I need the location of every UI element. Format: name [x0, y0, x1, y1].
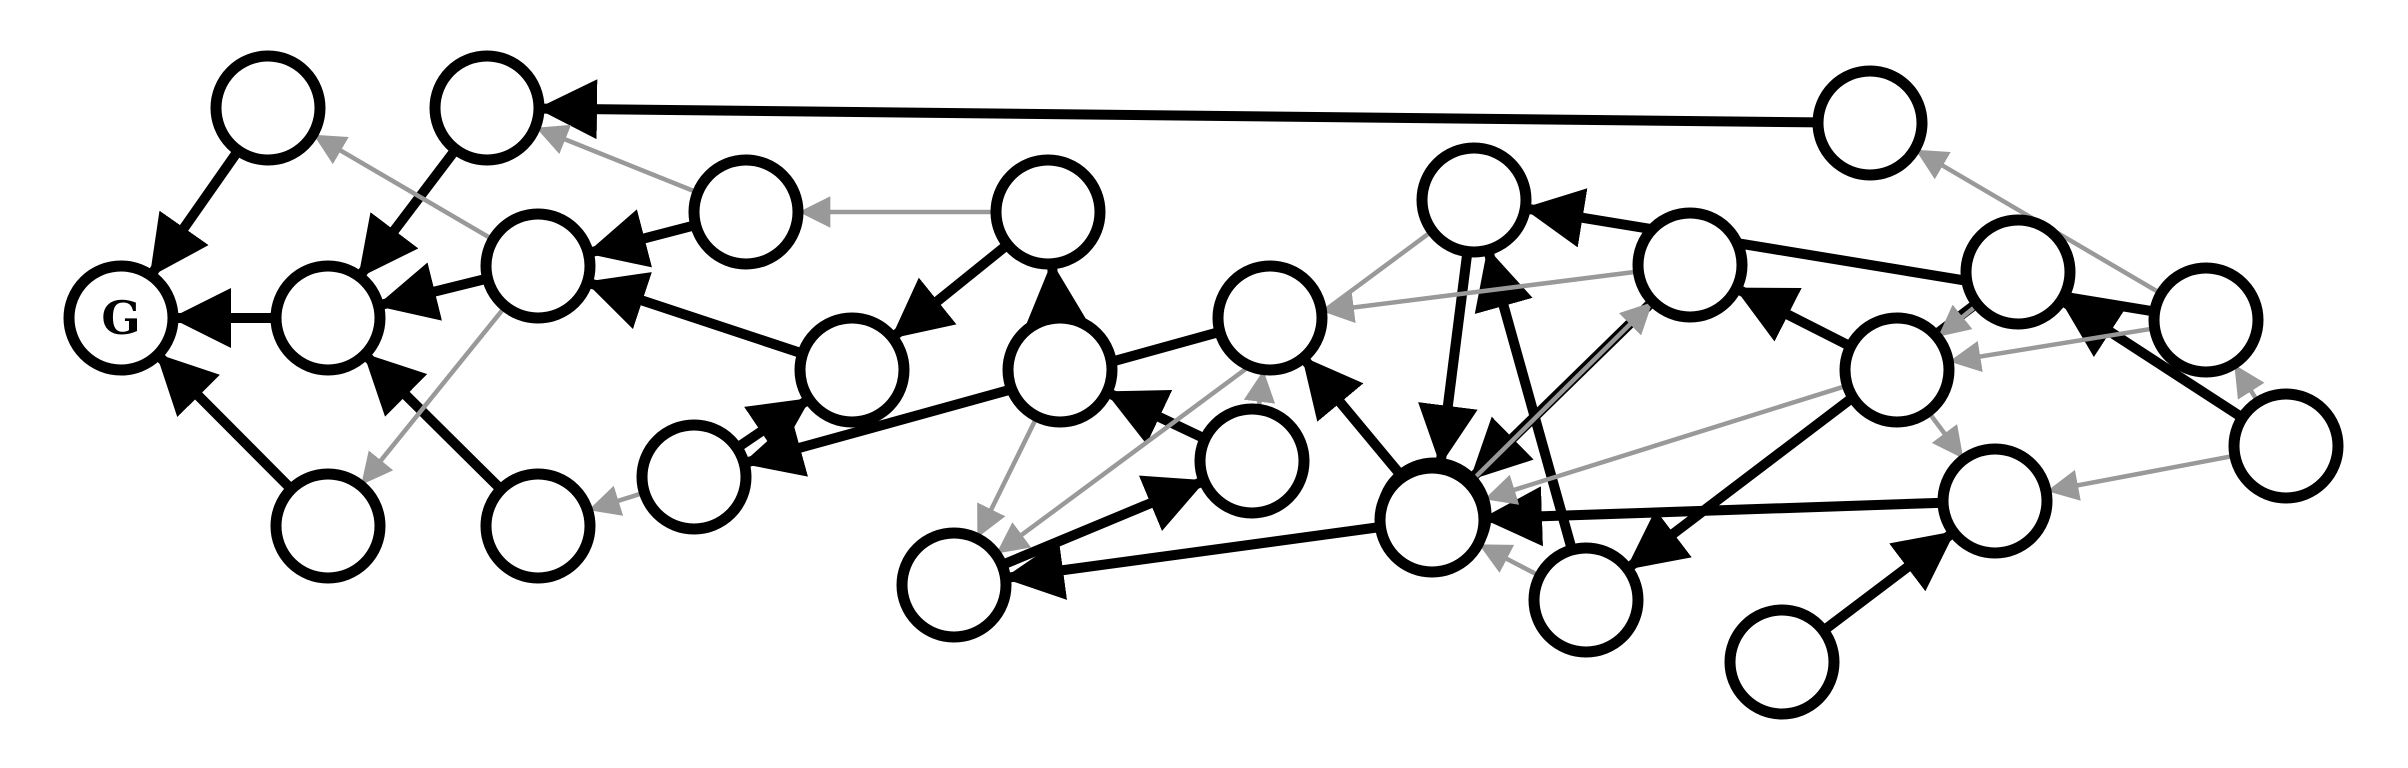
- edge-n20-to-n17: [1734, 285, 1853, 351]
- graph-node-n7: [688, 154, 804, 270]
- edge-n7-to-n2: [536, 124, 699, 195]
- edge-n15-to-n12: [1301, 356, 1405, 479]
- graph-node-n8: [794, 312, 910, 428]
- node-circle: [429, 50, 545, 166]
- edge-n5-to-n4: [361, 305, 508, 485]
- edge-n25-to-n23: [2234, 364, 2265, 404]
- edge-n18-to-n16: [1474, 248, 1577, 552]
- node-circle: [480, 468, 596, 584]
- node-circle: [1416, 142, 1532, 258]
- edge-n13-to-n12: [1243, 370, 1276, 410]
- edge-n20-to-n15: [1484, 383, 1849, 505]
- node-circle: [480, 208, 596, 324]
- edge-n2-to-n3: [357, 146, 460, 279]
- edge-n25-to-n24: [2046, 453, 2236, 501]
- node-circle: [63, 260, 179, 376]
- graph-node-n16: [1416, 142, 1532, 258]
- node-circle: [1839, 312, 1955, 428]
- node-circle: [270, 260, 386, 376]
- node-circle: [688, 154, 804, 270]
- edge-n1-to-G: [149, 147, 243, 278]
- node-circle: [990, 154, 1106, 270]
- graph-node-n2: [429, 50, 545, 166]
- edge-n21-to-n20: [1938, 302, 1980, 337]
- graph-node-n5: [480, 208, 596, 324]
- graph-node-n24: [1937, 443, 2053, 559]
- node-circle: [1724, 604, 1840, 720]
- graph-node-n4: [270, 468, 386, 584]
- graph-node-n13: [1194, 403, 1310, 519]
- edge-n4-to-G: [156, 353, 295, 493]
- graph-node-n21: [1960, 214, 2076, 330]
- node-circle: [1212, 260, 1328, 376]
- node-circle: [1374, 462, 1490, 578]
- edge-n16-to-n14: [996, 229, 1434, 554]
- node-circle: [1960, 214, 2076, 330]
- node-circle: [1528, 542, 1644, 658]
- edge-n19-to-n17: [1467, 302, 1653, 486]
- node-circle: [1632, 207, 1748, 323]
- graph-node-n23: [2148, 262, 2264, 378]
- edge-n8-to-n5: [585, 272, 805, 359]
- edge-n9-to-n8: [734, 397, 811, 457]
- edge-n6-to-n3: [363, 353, 505, 493]
- node-circle: [2148, 262, 2264, 378]
- graph-node-n6: [480, 468, 596, 584]
- graph-node-n10: [990, 154, 1106, 270]
- graph-node-n1: [210, 50, 326, 166]
- edge-n12-to-n9: [742, 327, 1222, 477]
- edge-n7-to-n5: [586, 209, 697, 268]
- graph-node-n20: [1839, 312, 1955, 428]
- edge-n17-to-n12: [1322, 269, 1639, 324]
- graph-node-n9: [636, 419, 752, 535]
- node-circle: [636, 419, 752, 535]
- graph-node-n26: [1724, 604, 1840, 720]
- node-circle: [210, 50, 326, 166]
- node-circle: [1002, 312, 1118, 428]
- graph-node-n18: [1528, 542, 1644, 658]
- edge-n25-to-n21: [2059, 298, 2246, 422]
- edge-n11-to-n14: [976, 415, 1040, 538]
- edge-n11-to-n10: [1026, 261, 1087, 324]
- edge-n26-to-n24: [1820, 530, 1956, 635]
- graph-node-n11: [1002, 312, 1118, 428]
- edge-n10-to-n8: [890, 240, 1011, 339]
- edge-n5-to-n1: [313, 134, 495, 242]
- edge-n9-to-n6: [588, 485, 646, 516]
- node-circle: [794, 312, 910, 428]
- edge-n5-to-n3: [376, 262, 489, 321]
- goal-node: G: [63, 260, 179, 376]
- node-circle: [270, 468, 386, 584]
- edge-n24-to-n19: [1481, 486, 1944, 547]
- edge-n22-to-n2: [536, 79, 1819, 140]
- graph-node-n17: [1632, 207, 1748, 323]
- edge-n20-to-n24: [1926, 410, 1964, 459]
- edge-n23-to-n20: [1949, 326, 2156, 373]
- graph-node-n19: [1374, 462, 1490, 578]
- edge-layer: [149, 79, 2265, 635]
- node-circle: [2228, 388, 2344, 504]
- graph-node-n25: [2228, 388, 2344, 504]
- graph-node-n3: [270, 260, 386, 376]
- node-circle: [1812, 65, 1928, 181]
- graph-node-n14: [896, 527, 1012, 643]
- graph-node-n12: [1212, 260, 1328, 376]
- edge-n18-to-n19: [1478, 543, 1541, 579]
- edge-n13-to-n11: [1105, 389, 1208, 445]
- node-circle: [1194, 403, 1310, 519]
- node-circle: [896, 527, 1012, 643]
- graph-node-n22: [1812, 65, 1928, 181]
- edge-n19-to-n14: [1003, 522, 1382, 600]
- edge-n16-to-n15: [1418, 250, 1478, 466]
- node-layer: G: [63, 50, 2344, 720]
- node-label: G: [101, 291, 140, 345]
- node-circle: [1937, 443, 2053, 559]
